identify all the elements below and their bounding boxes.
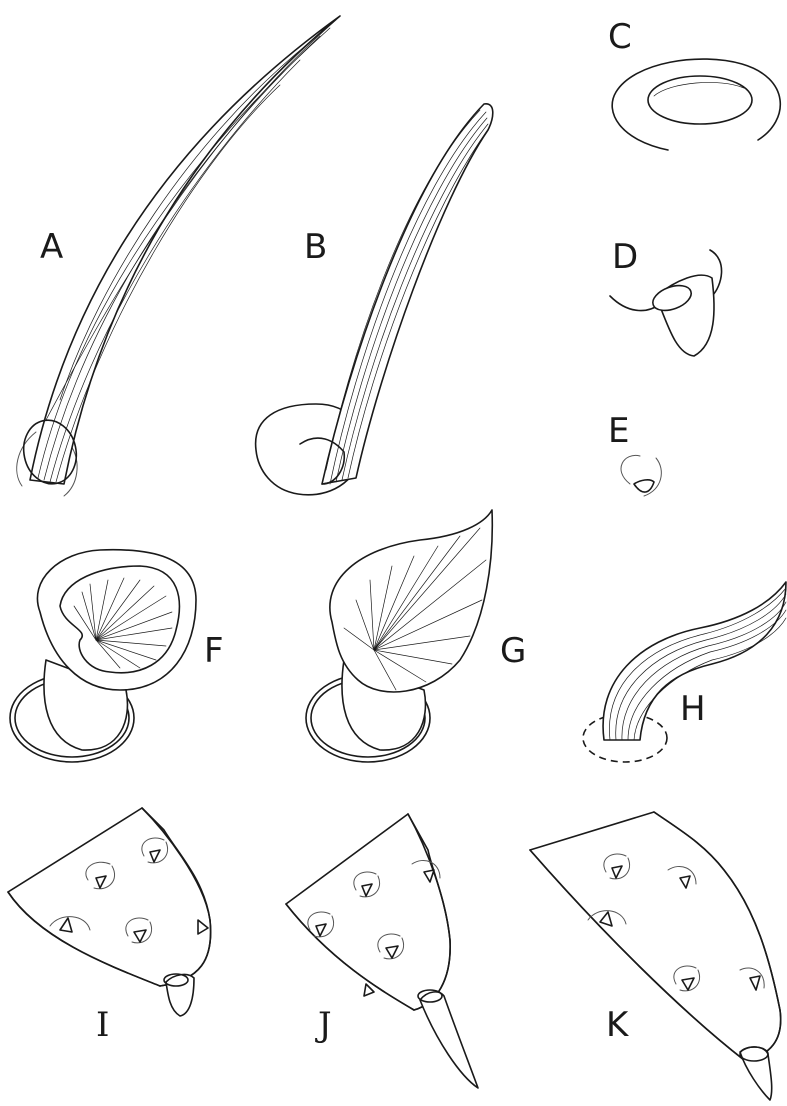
- sensillum-f: [10, 550, 196, 762]
- label-b: B: [304, 227, 327, 267]
- seta-b: [256, 104, 493, 495]
- appendage-i: [8, 808, 211, 1016]
- label-a: A: [40, 227, 63, 267]
- label-k: K: [606, 1005, 630, 1045]
- label-f: F: [204, 631, 224, 671]
- sensillum-e: [621, 455, 661, 496]
- seta-h: [583, 582, 786, 762]
- label-d: D: [612, 237, 638, 277]
- label-c: C: [608, 17, 632, 57]
- label-j: J: [315, 1005, 332, 1045]
- label-h: H: [680, 689, 706, 729]
- label-g: G: [500, 631, 526, 671]
- label-i: I: [96, 1005, 109, 1045]
- socket-c: [612, 59, 780, 150]
- appendage-j: [286, 814, 478, 1088]
- label-e: E: [608, 411, 629, 451]
- sensillum-g: [306, 510, 492, 762]
- appendage-k: [530, 812, 781, 1100]
